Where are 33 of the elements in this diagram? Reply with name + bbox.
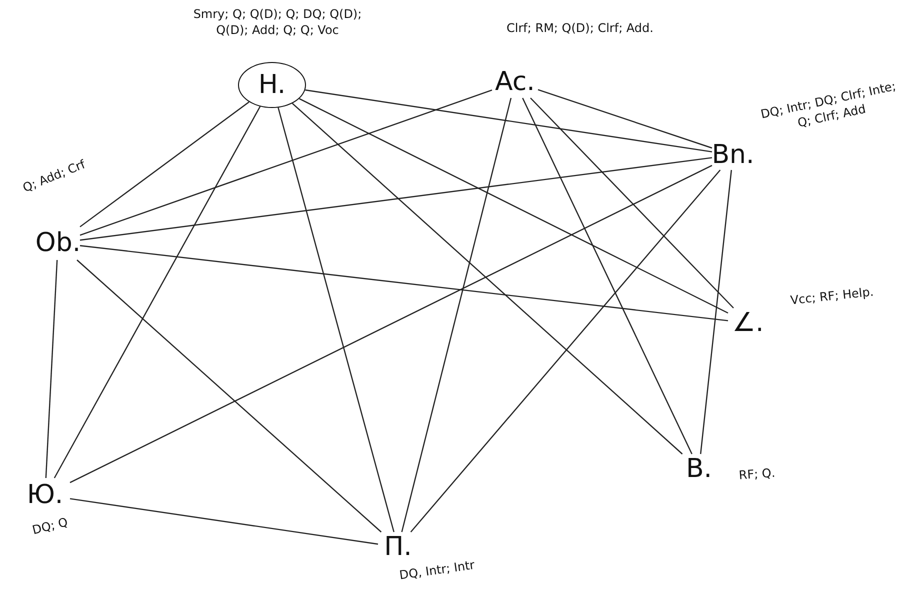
connector-line xyxy=(70,498,378,545)
node-label: Ob. xyxy=(36,226,80,260)
connector-line xyxy=(80,90,492,236)
connector-line xyxy=(70,164,712,484)
connector-line xyxy=(278,107,394,532)
node-annotation: Smry; Q; Q(D); Q; DQ; Q(D); Q(D); Add; Q; Q; Voc xyxy=(192,6,363,38)
node-annotation: Vcc; RF; Help. xyxy=(788,284,876,310)
connector-line xyxy=(80,102,250,228)
connector-line xyxy=(305,89,712,152)
connector-line xyxy=(292,102,683,454)
connector-line xyxy=(80,157,712,241)
node-label: Bn. xyxy=(712,140,754,170)
node-label: Ю. xyxy=(20,478,70,512)
node-annotation: Clrf; RM; Q(D); Clrf; Add. xyxy=(506,20,654,36)
connector-line xyxy=(538,89,712,149)
connector-line xyxy=(410,170,721,532)
node-label: Ac. xyxy=(492,66,538,98)
node-label: ∠. xyxy=(728,308,768,338)
node-annotation: DQ; Intr; DQ; Clrf; Inte; Q; Clrf; Add xyxy=(758,78,898,132)
node-annotation: DQ; Q xyxy=(30,514,70,540)
connector-line xyxy=(299,98,728,314)
node-annotation: RF; Q. xyxy=(737,464,777,484)
node-annotation: Q; Add; Crf xyxy=(20,156,88,197)
connector-line xyxy=(45,260,58,478)
node-label: B. xyxy=(678,454,720,484)
connector-line xyxy=(530,98,734,308)
circle-node: H. xyxy=(238,62,306,108)
connector-line xyxy=(76,260,382,532)
connector-line xyxy=(401,98,512,532)
connector-line xyxy=(522,98,692,454)
connector-line xyxy=(700,170,732,454)
connector-line xyxy=(54,106,261,478)
connector-line xyxy=(80,245,728,322)
